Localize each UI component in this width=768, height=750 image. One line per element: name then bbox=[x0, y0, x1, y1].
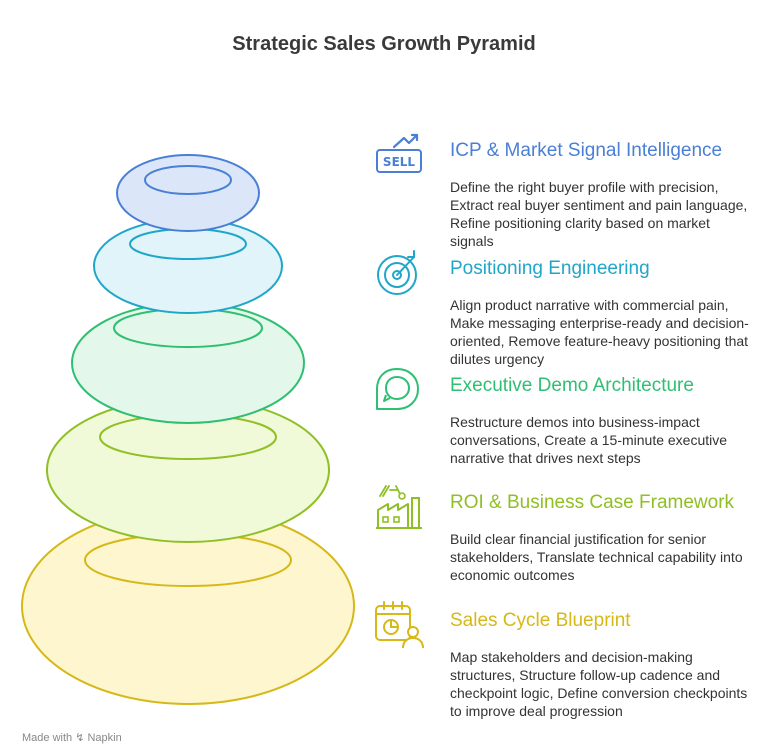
tier-2-inner-ring bbox=[130, 229, 246, 259]
pyramid-diagram bbox=[0, 0, 360, 720]
footer-watermark: Made with ↯ Napkin bbox=[22, 731, 122, 744]
tier-heading: Sales Cycle Blueprint bbox=[450, 610, 631, 632]
calendar-user-icon bbox=[372, 600, 428, 650]
tier-heading: ROI & Business Case Framework bbox=[450, 492, 734, 514]
brand-name: Napkin bbox=[87, 732, 121, 744]
tier-description: Map stakeholders and decision-making str… bbox=[450, 648, 750, 720]
tier-description: Define the right buyer profile with prec… bbox=[450, 178, 750, 250]
tier-description: Align product narrative with commercial … bbox=[450, 296, 750, 368]
factory-icon bbox=[372, 482, 428, 532]
tier-heading: Positioning Engineering bbox=[450, 258, 650, 280]
svg-text:SELL: SELL bbox=[383, 155, 415, 169]
pyramid-tier-2 bbox=[94, 219, 282, 313]
chat-bubble-icon bbox=[372, 365, 428, 415]
made-with-label: Made with bbox=[22, 732, 72, 744]
tier-description: Restructure demos into business-impact c… bbox=[450, 413, 750, 467]
pyramid-tier-1 bbox=[117, 155, 259, 231]
pyramid-tier-3 bbox=[72, 303, 304, 423]
tier-description: Build clear financial justification for … bbox=[450, 530, 750, 584]
napkin-logo-icon: ↯ bbox=[75, 732, 84, 744]
tier-heading: Executive Demo Architecture bbox=[450, 375, 694, 397]
tier-1-inner-ring bbox=[145, 166, 231, 194]
target-icon bbox=[372, 248, 428, 298]
sell-trend-icon: SELL bbox=[372, 130, 428, 180]
tier-heading: ICP & Market Signal Intelligence bbox=[450, 140, 722, 162]
tier-3-inner-ring bbox=[114, 309, 262, 347]
